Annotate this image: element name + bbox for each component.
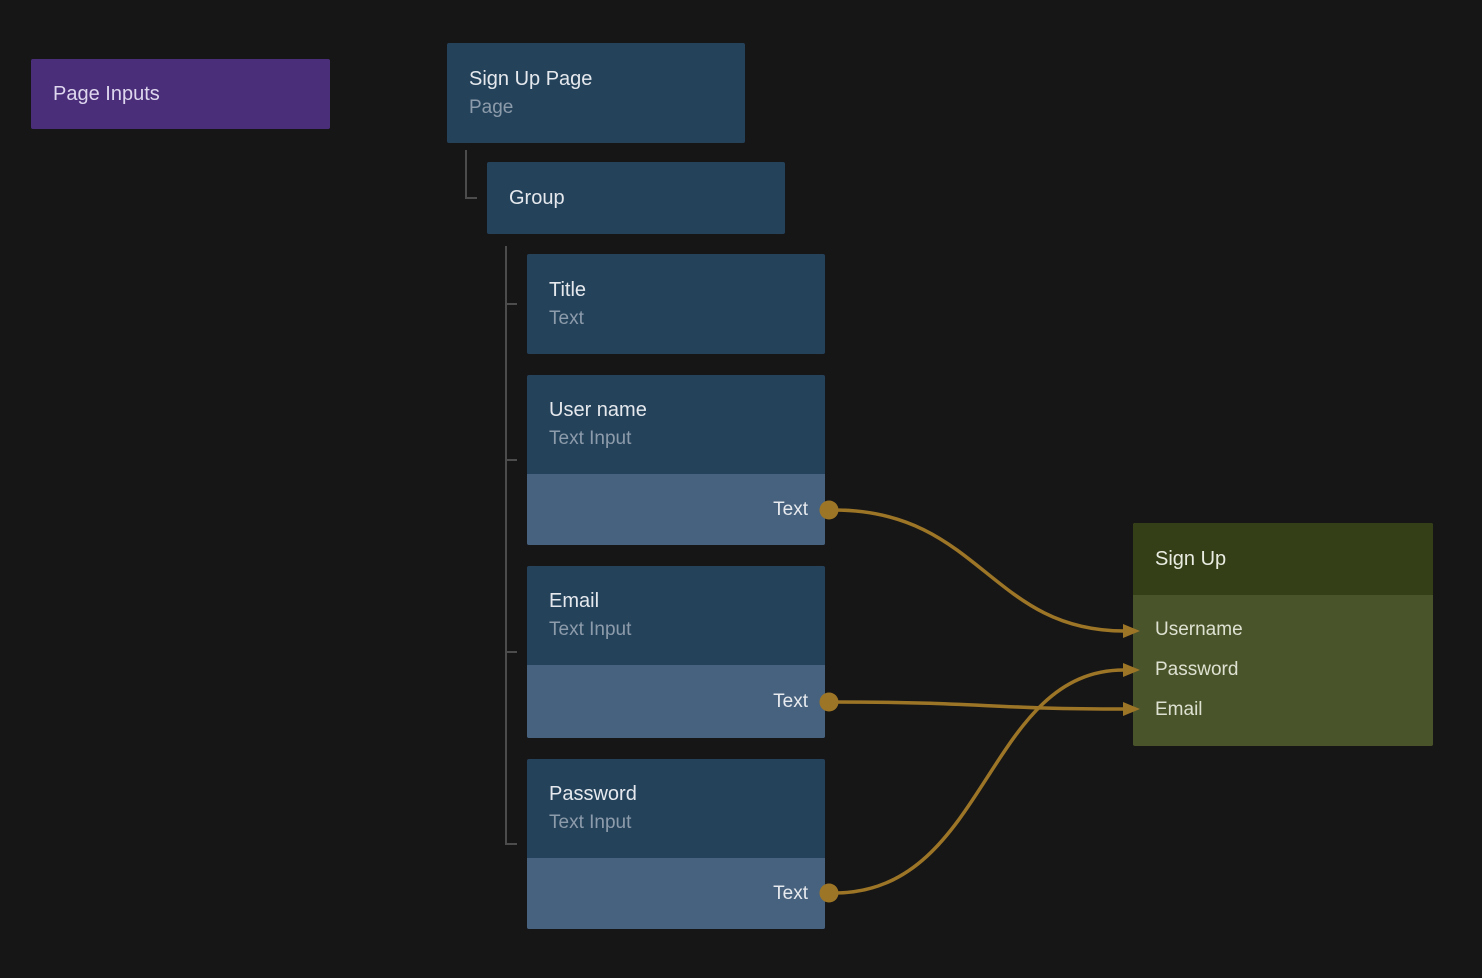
node-sign-up-action[interactable]: Sign Up Username Password Email bbox=[1133, 523, 1433, 746]
node-group-header: Group bbox=[487, 162, 785, 234]
output-port-label: Text bbox=[773, 690, 808, 712]
node-title: Sign Up bbox=[1155, 547, 1227, 570]
wire-email[interactable] bbox=[833, 700, 1140, 716]
node-email[interactable]: Email Text Input Text bbox=[527, 566, 825, 738]
node-title: Password bbox=[549, 783, 637, 805]
node-title: Group bbox=[509, 186, 565, 209]
node-title: Sign Up Page bbox=[469, 67, 593, 90]
node-title: Email bbox=[549, 590, 600, 612]
node-user-name-output-row[interactable]: Text bbox=[527, 474, 825, 545]
wire-username[interactable] bbox=[833, 508, 1140, 638]
node-sign-up-page-header: Sign Up Page Page bbox=[447, 43, 745, 143]
node-title: User name bbox=[549, 399, 647, 421]
node-subtitle: Text Input bbox=[549, 812, 632, 833]
node-subtitle: Page bbox=[469, 96, 514, 118]
node-sign-up-page[interactable]: Sign Up Page Page bbox=[447, 43, 745, 143]
node-password[interactable]: Password Text Input Text bbox=[527, 759, 825, 929]
page-inputs-label: Page Inputs bbox=[53, 82, 160, 105]
tree-line-group-children bbox=[505, 246, 517, 845]
output-port-label: Text bbox=[773, 498, 808, 520]
tree-line-page-to-group bbox=[465, 150, 477, 199]
node-user-name[interactable]: User name Text Input Text bbox=[527, 375, 825, 545]
node-subtitle: Text Input bbox=[549, 619, 632, 640]
node-password-header: Password Text Input bbox=[527, 759, 825, 858]
node-sign-up-action-inputs: Username Password Email bbox=[1133, 595, 1433, 730]
node-email-header: Email Text Input bbox=[527, 566, 825, 665]
output-port-label: Text bbox=[773, 882, 808, 904]
input-port-email[interactable]: Email bbox=[1155, 699, 1203, 720]
node-user-name-header: User name Text Input bbox=[527, 375, 825, 474]
node-subtitle: Text bbox=[549, 307, 584, 329]
node-group[interactable]: Group bbox=[487, 162, 785, 234]
node-sign-up-action-header: Sign Up bbox=[1133, 523, 1433, 595]
node-password-output-row[interactable]: Text bbox=[527, 858, 825, 929]
wire-password[interactable] bbox=[833, 663, 1140, 895]
page-inputs-node[interactable]: Page Inputs bbox=[31, 59, 330, 129]
node-subtitle: Text Input bbox=[549, 428, 632, 449]
node-title-text-header: Title Text bbox=[527, 254, 825, 354]
input-port-password[interactable]: Password bbox=[1155, 659, 1239, 680]
node-email-output-row[interactable]: Text bbox=[527, 665, 825, 738]
input-port-username[interactable]: Username bbox=[1155, 619, 1243, 640]
node-title-text[interactable]: Title Text bbox=[527, 254, 825, 354]
node-title: Title bbox=[549, 278, 587, 301]
